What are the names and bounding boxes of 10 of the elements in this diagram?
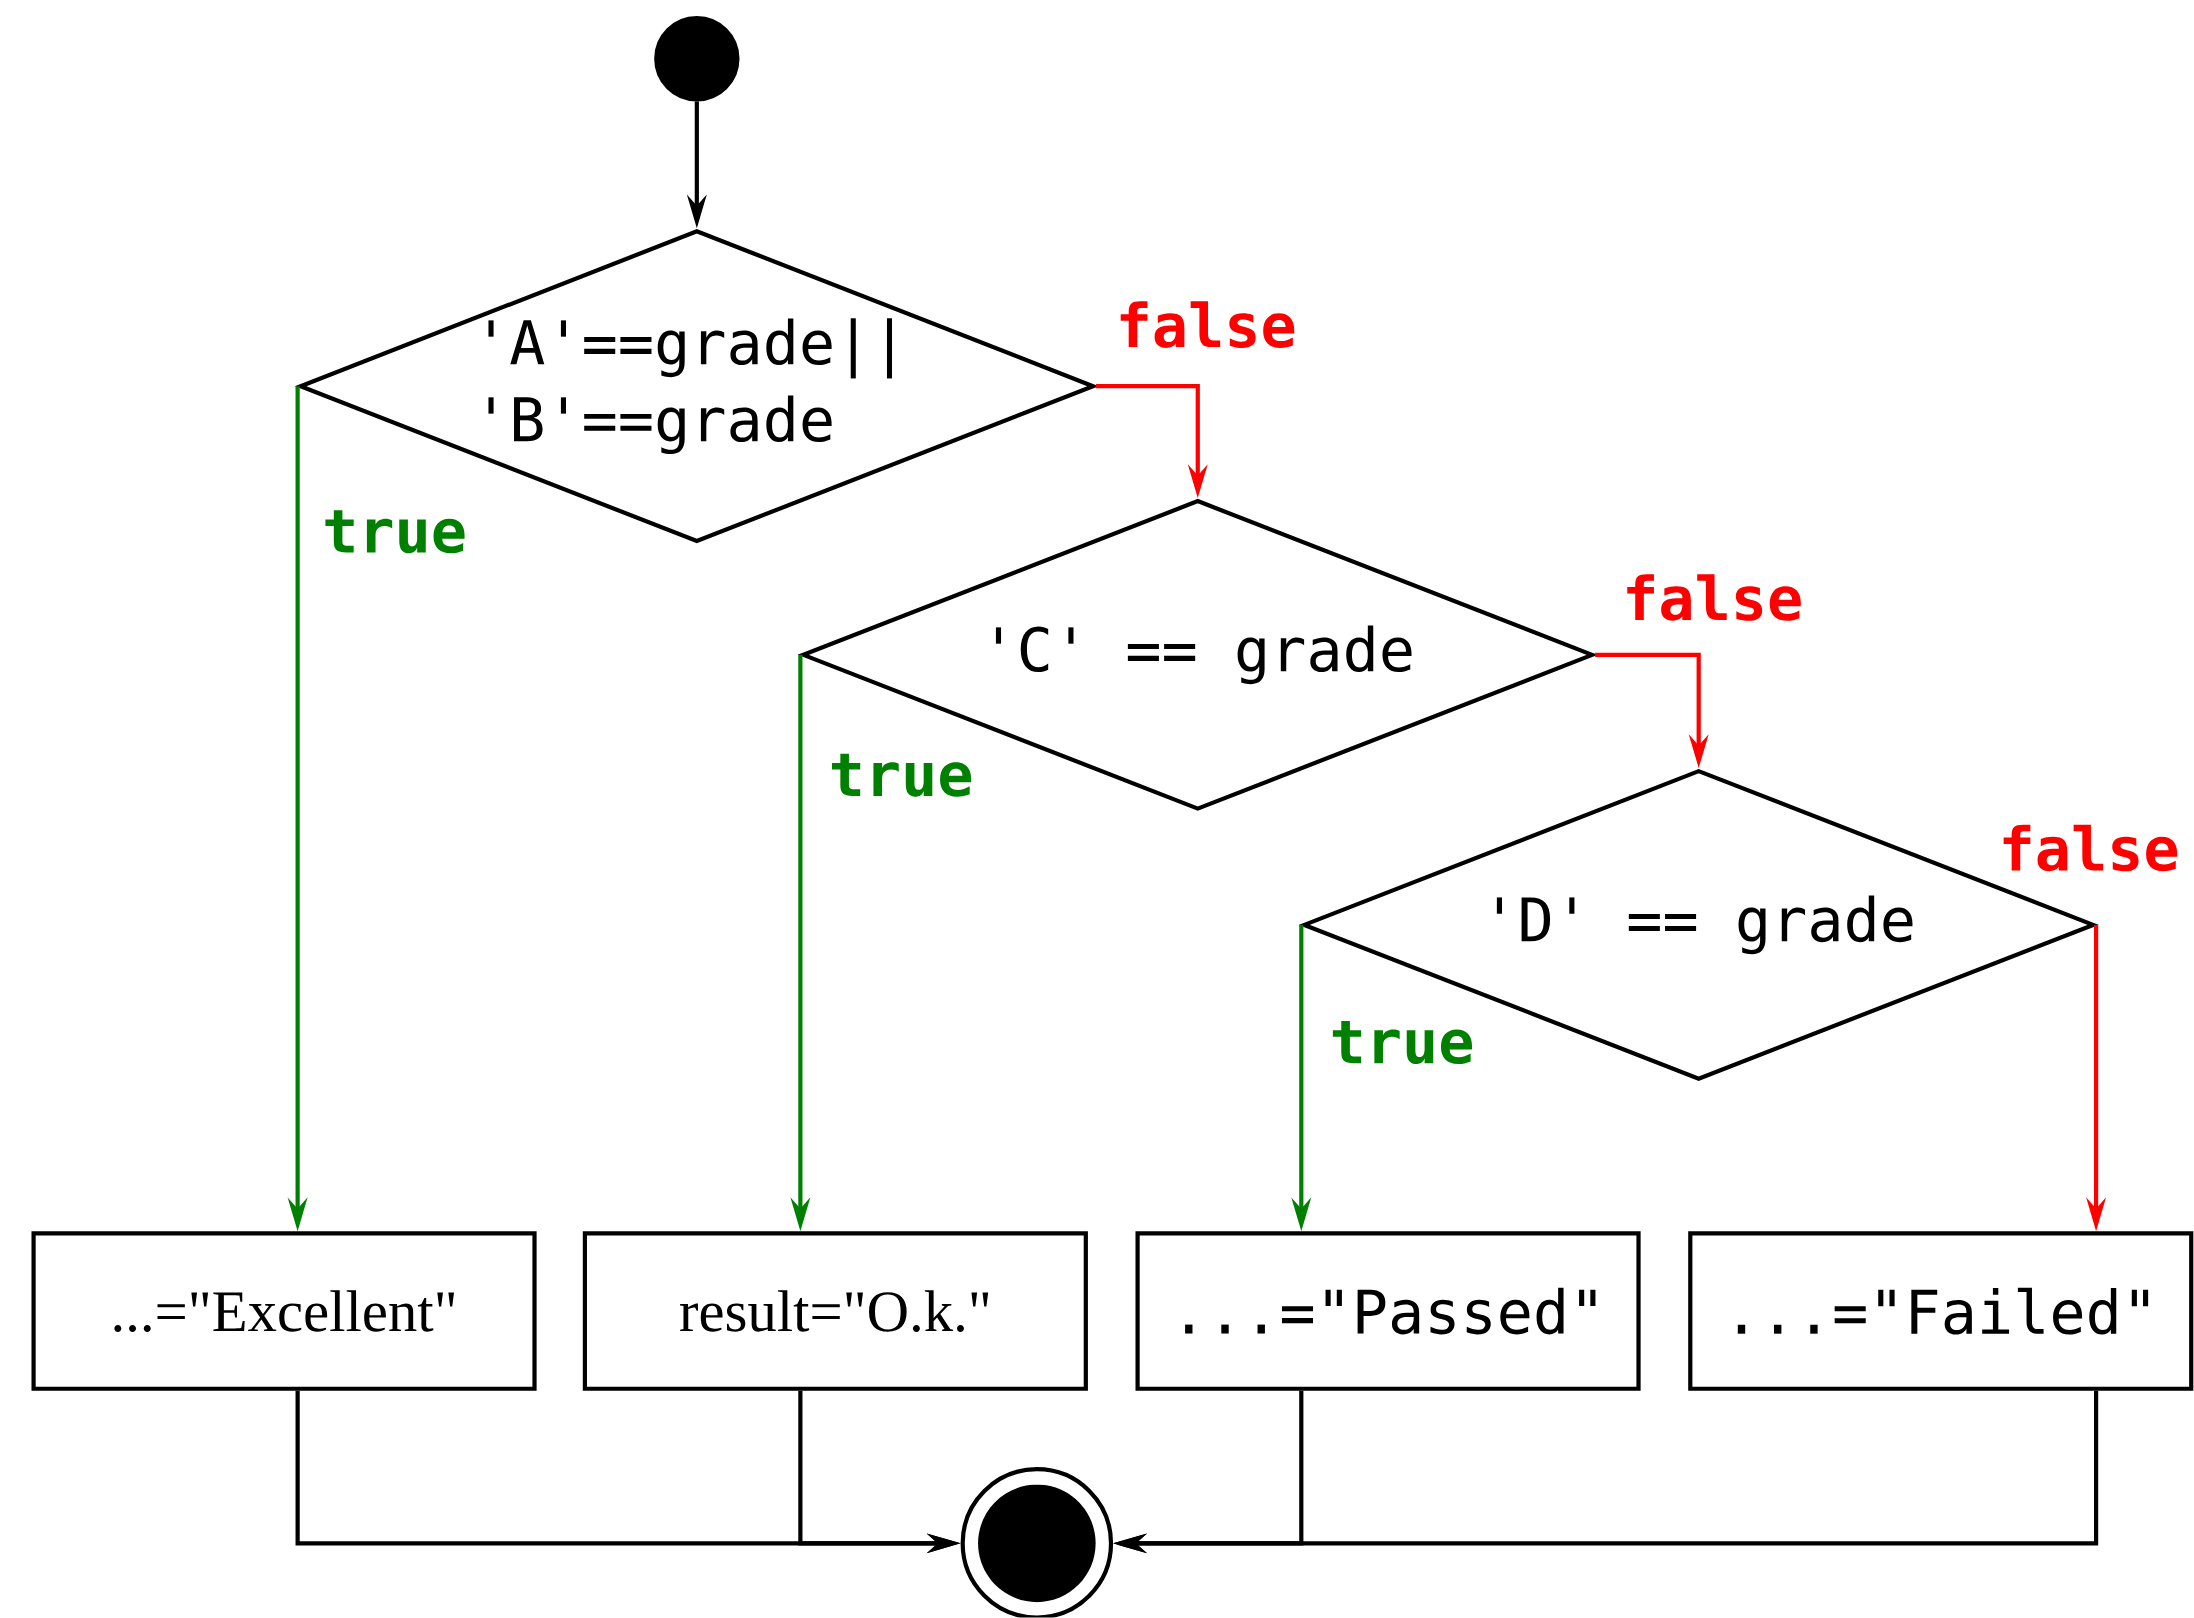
action-box: ...="Excellent" <box>31 1231 537 1392</box>
end-circle <box>960 1467 1114 1618</box>
action-box: ...="Passed" <box>1135 1231 1641 1392</box>
action-box: ...="Failed" <box>1688 1231 2194 1392</box>
action-box: result="O.k." <box>582 1231 1088 1392</box>
edge-label: true <box>1326 1018 1478 1068</box>
edge-label: false <box>1619 571 1807 624</box>
edge-label: true <box>825 751 977 800</box>
edge-label: false <box>1112 298 1300 351</box>
start-dot <box>654 16 740 102</box>
